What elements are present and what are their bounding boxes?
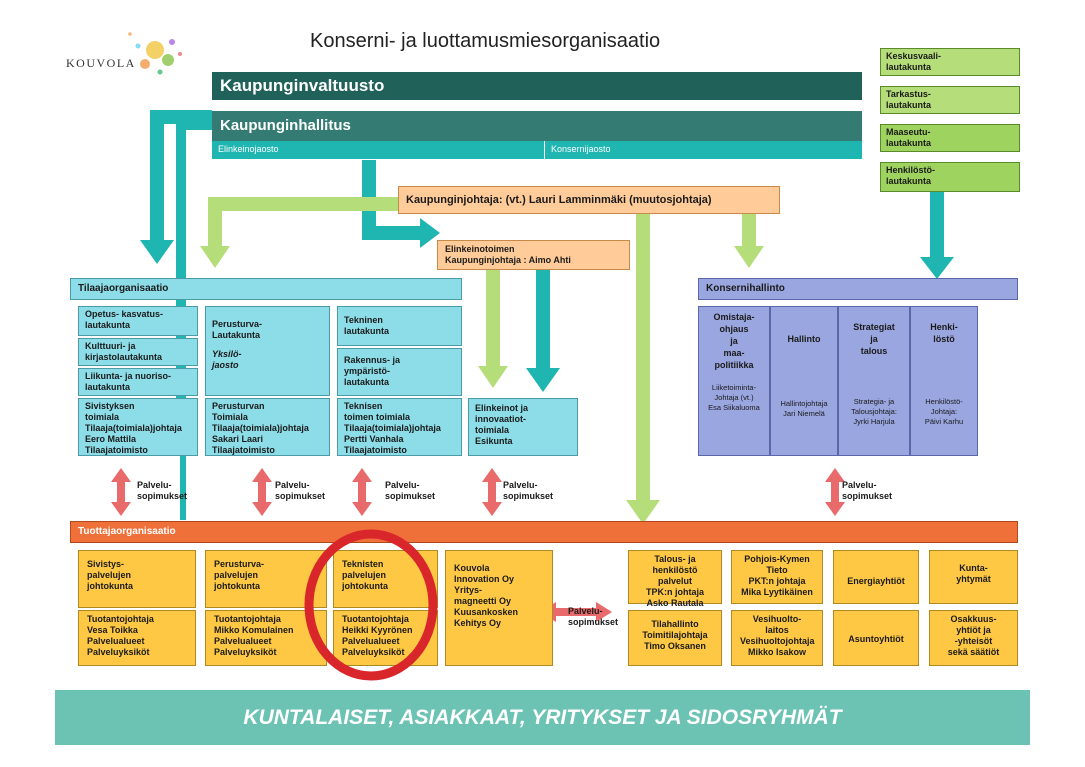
elinkeinot-innovaatiot-box: Elinkeinot ja innovaatiot- toimiala Esik… [468, 398, 578, 456]
elinkeinojaosto-bar: Elinkeinojaosto [212, 141, 544, 159]
asuntoyhtiot-box: Asuntoyhtiöt [833, 610, 919, 666]
maaseutulautakunta-box: Maaseutu- lautakunta [880, 124, 1020, 152]
palvelusopimukset-label-2: Palvelu- sopimukset [275, 480, 326, 501]
tilaajaorganisaatio-header: Tilaajaorganisaatio [70, 278, 462, 300]
rakennus-ymparistolautakunta-box: Rakennus- ja ympäristö- lautakunta [337, 348, 462, 396]
hallinto-title: Hallinto [787, 334, 821, 344]
page-title: Konserni- ja luottamusmiesorganisaatio [310, 30, 661, 52]
perusturvan-toimiala-box: Perusturvan Toimiala Tilaaja(toimiala)jo… [205, 398, 330, 456]
palvelusopimukset-label-3: Palvelu- sopimukset [385, 480, 436, 501]
kuntayhtymat-box: Kunta- yhtymät [929, 550, 1018, 604]
energiayhtiot-box: Energiayhtiöt [833, 550, 919, 604]
tekninen-lautakunta-box: Tekninen lautakunta [337, 306, 462, 346]
teknisen-toimen-toimiala-box: Teknisen toimen toimiala Tilaaja(toimial… [337, 398, 462, 456]
omistajaohjaus-column: Omistaja- ohjaus ja maa- politiikka Liik… [698, 306, 770, 456]
palvelusopimukset-label-5: Palvelu- sopimukset [842, 480, 893, 501]
henkilosto-column: Henki- löstö Henkilöstö- Johtaja: Päivi … [910, 306, 978, 456]
palvelusopimukset-label-4: Palvelu- sopimukset [503, 480, 554, 501]
perusturvalautakunta-box: Perusturva- Lautakunta Yksilö- jaosto [205, 306, 330, 396]
konsernihallinto-header: Konsernihallinto [698, 278, 1018, 300]
sivistyksen-toimiala-box: Sivistyksen toimiala Tilaaja(toimiala)jo… [78, 398, 198, 456]
hallinto-column: Hallinto Hallintojohtaja Jari Niemelä [770, 306, 838, 456]
palvelusopimukset-label-1: Palvelu- sopimukset [137, 480, 188, 501]
henkilosto-subtitle: Henkilöstö- Johtaja: Päivi Karhu [924, 397, 964, 426]
stakeholders-band: KUNTALAISET, ASIAKKAAT, YRITYKSET JA SID… [55, 690, 1030, 745]
perusturvalautakunta-label: Perusturva- Lautakunta [212, 319, 263, 340]
konsernijaosto-bar: Konsernijaosto [545, 141, 862, 159]
palvelusopimukset-label-6: Palvelu- sopimukset [568, 606, 619, 627]
tuottajaorganisaatio-header: Tuottajaorganisaatio [70, 521, 1018, 543]
opetus-kasvatuslautakunta-box: Opetus- kasvatus- lautakunta [78, 306, 198, 336]
strategiat-talous-column: Strategiat ja talous Strategia- ja Talou… [838, 306, 910, 456]
teknisten-palvelut-tuotantojohtaja-box: Tuotantojohtaja Heikki Kyyrönen Palvelua… [333, 610, 438, 666]
strategiat-talous-title: Strategiat ja talous [853, 322, 895, 356]
perusturvapalvelujen-johtokunta-box: Perusturva- palvelujen johtokunta [205, 550, 327, 608]
osakkuusyhtiot-box: Osakkuus- yhtiöt ja -yhteisöt sekä sääti… [929, 610, 1018, 666]
liikunta-nuorisolautakunta-box: Liikunta- ja nuoriso- lautakunta [78, 368, 198, 396]
henkilosto-title: Henki- löstö [930, 322, 958, 344]
vesihuoltolaitos-box: Vesihuolto- laitos Vesihuoltojohtaja Mik… [731, 610, 823, 666]
kaupunginhallitus-bar: Kaupunginhallitus [212, 111, 862, 141]
logo-splash-graphic [128, 32, 182, 75]
kouvola-logo [60, 20, 195, 90]
tarkastuslautakunta-box: Tarkastus- lautakunta [880, 86, 1020, 114]
hallinto-subtitle: Hallintojohtaja Jari Niemelä [780, 399, 828, 418]
elinkeinotoimi-box: Elinkeinotoimen Kaupunginjohtaja : Aimo … [437, 240, 630, 270]
henkilostolautakunta-box: Henkilöstö- lautakunta [880, 162, 1020, 192]
kulttuuri-kirjastolautakunta-box: Kulttuuri- ja kirjastolautakunta [78, 338, 198, 366]
omistajaohjaus-title: Omistaja- ohjaus ja maa- politiikka [713, 312, 755, 370]
kaupunginvaltuusto-bar: Kaupunginvaltuusto [212, 72, 862, 100]
yksilojaosto-label: Yksilö- jaosto [212, 349, 242, 370]
logo-text: KOUVOLA [66, 56, 136, 70]
sivistyspalvelujen-johtokunta-box: Sivistys- palvelujen johtokunta [78, 550, 196, 608]
sivistyspalvelut-tuotantojohtaja-box: Tuotantojohtaja Vesa Toikka Palvelualuee… [78, 610, 196, 666]
omistajaohjaus-subtitle: Liiketoiminta- Johtaja (vt.) Esa Siikalu… [708, 383, 760, 412]
keskusvaalilautakunta-box: Keskusvaali- lautakunta [880, 48, 1020, 76]
pohjois-kymen-tieto-box: Pohjois-Kymen Tieto PKT:n johtaja Mika L… [731, 550, 823, 604]
kouvola-innovation-box: Kouvola Innovation Oy Yritys- magneetti … [445, 550, 553, 666]
strategiat-talous-subtitle: Strategia- ja Talousjohtaja: Jyrki Harju… [851, 397, 897, 426]
tilahallinto-box: Tilahallinto Toimitilajohtaja Timo Oksan… [628, 610, 722, 666]
kaupunginjohtaja-box: Kaupunginjohtaja: (vt.) Lauri Lamminmäki… [398, 186, 780, 214]
talous-henkilostopalvelut-box: Talous- ja henkilöstö palvelut TPK:n joh… [628, 550, 722, 608]
